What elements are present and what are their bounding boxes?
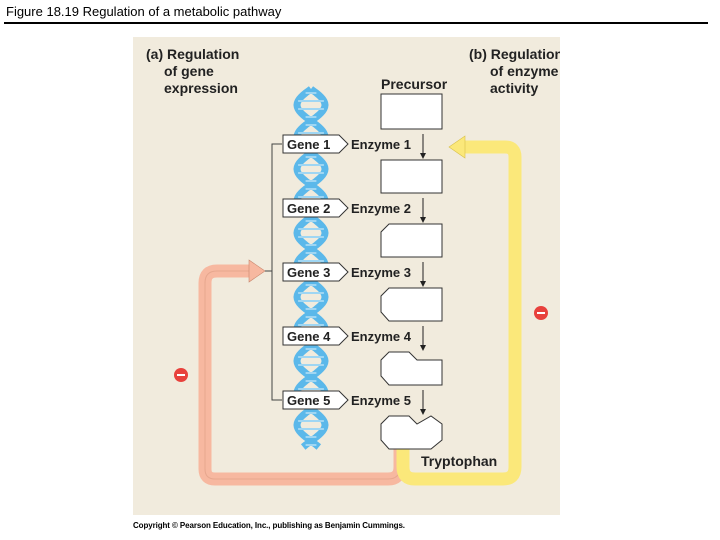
enzyme-5-label: Enzyme 5 <box>351 393 411 408</box>
enzyme-feedback-arrow <box>396 140 522 486</box>
intermediate-2-shape <box>380 223 443 258</box>
panel-a-line-2: of gene <box>164 63 214 79</box>
gene-bracket <box>271 143 282 401</box>
intermediate-3-shape <box>380 287 443 322</box>
pathway-diagram: Gene 1 Enzyme 1 Gene 2 Enzyme 2 Gene 3 Enzyme… <box>146 46 560 486</box>
panel-b-line-3: activity <box>490 80 538 96</box>
intermediate-5-shape <box>380 415 443 450</box>
slide-title: Figure 18.19 Regulation of a metabolic p… <box>6 4 282 19</box>
panel-a-line-1: (a) Regulation <box>146 46 239 62</box>
panel-b-line-2: of enzyme <box>490 63 559 79</box>
gene-4-label: Gene 4 <box>287 329 331 344</box>
precursor-label: Precursor <box>381 76 448 92</box>
gene-4-box <box>282 326 349 346</box>
panel-b-line-1: (b) Regulation <box>469 46 560 62</box>
gene-feedback-arrowhead <box>248 259 266 283</box>
gene-5-box <box>282 390 349 410</box>
tryptophan-label: Tryptophan <box>421 453 497 469</box>
intermediate-4-shape <box>380 351 443 386</box>
enzyme-4-label: Enzyme 4 <box>351 329 412 344</box>
gene-feedback-arrow-outline <box>204 270 401 480</box>
inhibition-dash-enzyme <box>537 312 545 314</box>
gene-3-label: Gene 3 <box>287 265 330 280</box>
panel-a-line-3: expression <box>164 80 238 96</box>
enzyme-1-label: Enzyme 1 <box>351 137 411 152</box>
pathway-figure: Gene 1 Enzyme 1 Gene 2 Enzyme 2 Gene 3 Enzyme… <box>133 37 560 515</box>
intermediate-1-shape <box>380 159 443 194</box>
gene-3-box <box>282 262 349 282</box>
gene-2-box <box>282 198 349 218</box>
precursor-box <box>380 93 443 130</box>
inhibition-dash-gene <box>177 374 185 376</box>
gene-5-label: Gene 5 <box>287 393 330 408</box>
enzyme-3-label: Enzyme 3 <box>351 265 411 280</box>
copyright-notice: Copyright © Pearson Education, Inc., pub… <box>133 521 405 530</box>
enzyme-2-label: Enzyme 2 <box>351 201 411 216</box>
enzyme-feedback-arrowhead <box>448 135 466 159</box>
gene-1-box <box>282 134 349 154</box>
gene-1-label: Gene 1 <box>287 137 330 152</box>
gene-feedback-arrow <box>198 264 407 486</box>
title-divider <box>4 22 708 24</box>
gene-2-label: Gene 2 <box>287 201 330 216</box>
